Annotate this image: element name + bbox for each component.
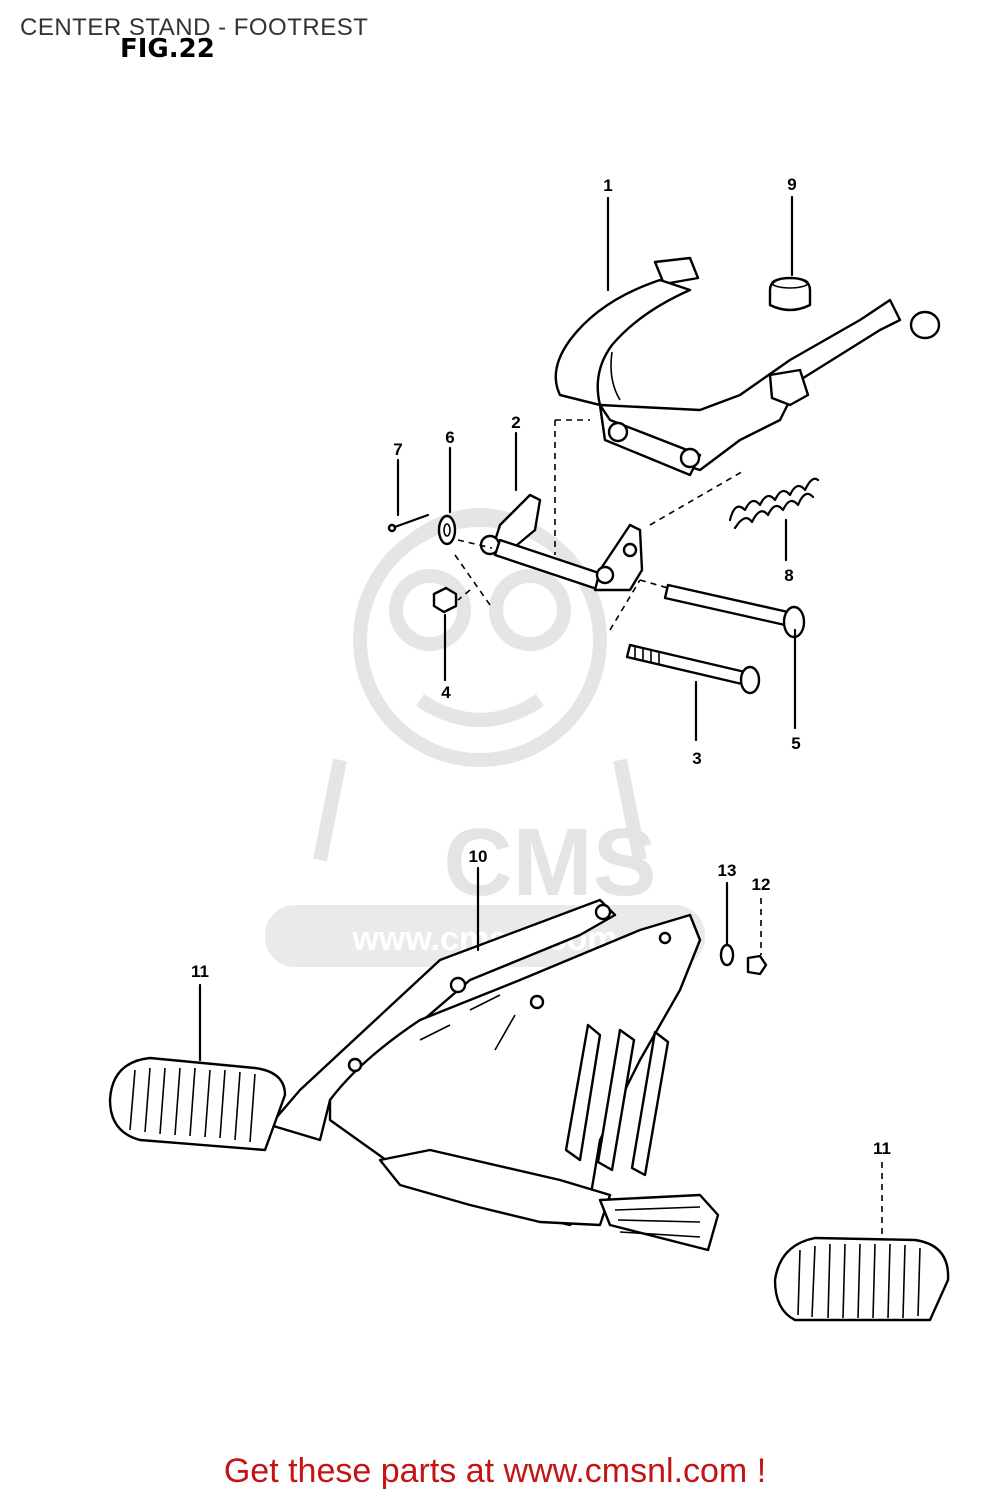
part-1-center-stand xyxy=(554,256,941,477)
part-4-nut xyxy=(432,586,458,614)
part-7-cotter-pin xyxy=(387,513,430,533)
part-5-pivot-bolt xyxy=(663,583,806,639)
callout-8: 8 xyxy=(784,566,793,585)
callout-labels: 1 9 2 6 7 8 4 3 5 10 13 12 11 11 xyxy=(191,175,891,1158)
callout-11-right: 11 xyxy=(873,1139,891,1158)
callout-12: 12 xyxy=(752,875,771,894)
part-11-footrest-rubber-left xyxy=(108,1056,287,1152)
callout-1: 1 xyxy=(603,176,612,195)
part-10-footrest-bracket xyxy=(268,898,720,1252)
part-8-spring xyxy=(728,477,820,530)
callout-5: 5 xyxy=(791,734,800,753)
callout-7: 7 xyxy=(393,440,402,459)
part-11-footrest-rubber-right xyxy=(773,1236,950,1322)
footer-link[interactable]: Get these parts at www.cmsnl.com ! xyxy=(223,1452,767,1490)
watermark-mascot-icon xyxy=(313,508,647,862)
callout-13: 13 xyxy=(718,861,737,880)
part-12-bolt xyxy=(746,954,768,976)
callout-11-left: 11 xyxy=(191,962,209,981)
assembly-lines-upper xyxy=(454,419,746,631)
part-3-bolt xyxy=(625,643,761,695)
callout-3: 3 xyxy=(692,749,701,768)
callout-9: 9 xyxy=(787,175,796,194)
figure-label: FIG.22 xyxy=(120,34,215,64)
page-title: CENTER STAND - FOOTREST xyxy=(20,14,369,41)
part-13-washer xyxy=(719,943,735,967)
part-9-stopper xyxy=(768,276,812,312)
part-2-bracket xyxy=(479,493,644,592)
callout-2: 2 xyxy=(511,413,520,432)
callout-10: 10 xyxy=(469,847,488,866)
callout-4: 4 xyxy=(441,683,451,702)
part-6-washer xyxy=(437,514,457,546)
callout-6: 6 xyxy=(445,428,454,447)
leader-lines xyxy=(198,195,883,1235)
